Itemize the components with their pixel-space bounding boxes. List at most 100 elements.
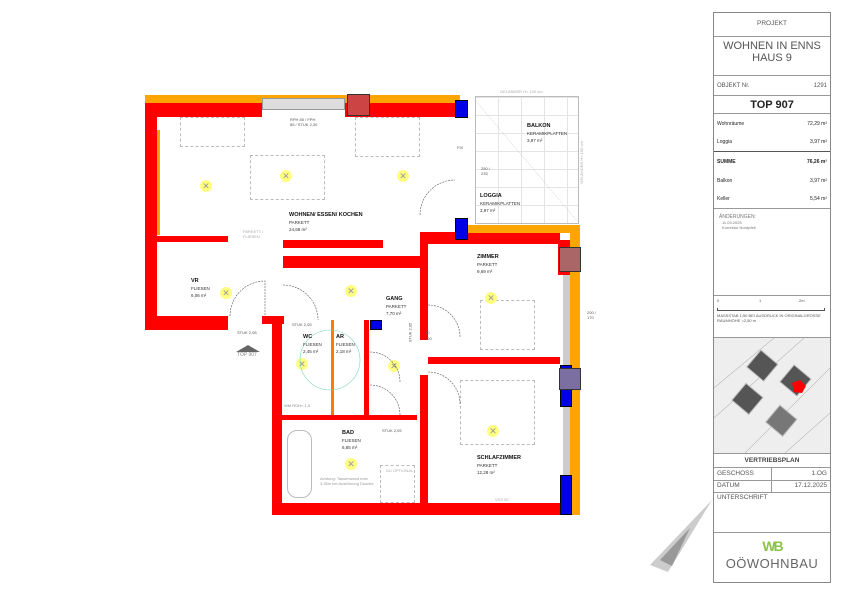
wall-ar-right bbox=[364, 320, 369, 415]
shaft-2 bbox=[559, 247, 581, 272]
bathtub bbox=[287, 430, 312, 498]
wall-top-right bbox=[345, 103, 457, 117]
wall-room-divider bbox=[428, 357, 560, 364]
objekt-row: OBJEKT Nr.1291 bbox=[714, 76, 830, 96]
wall-left-bath bbox=[272, 318, 282, 515]
kitchen-counter bbox=[180, 117, 245, 147]
site-map bbox=[714, 338, 830, 454]
projekt-label: PROJEKT bbox=[714, 13, 830, 37]
shaft-3 bbox=[559, 368, 581, 390]
door-loggia bbox=[419, 179, 456, 216]
signature-field[interactable]: UNTERSCHRIFT bbox=[714, 493, 830, 533]
stuk-vr: STUK 2,08 bbox=[237, 330, 257, 335]
bad-note: Achtung: Tassenwand max 3,35m bei Ausfüh… bbox=[320, 476, 374, 486]
door-gang bbox=[282, 284, 319, 321]
wall-middle-2 bbox=[420, 375, 428, 505]
stuk-bad: STUK 2,05 bbox=[382, 428, 402, 433]
ceiling-light-icon: ✕ bbox=[345, 285, 357, 297]
turning-circle bbox=[299, 329, 361, 391]
ceiling-light-icon: ✕ bbox=[485, 292, 497, 304]
bad-wm: WM ROH= 1,0 bbox=[284, 403, 311, 408]
loggia-dim: 250 / 235 bbox=[481, 166, 490, 176]
project-name: WOHNEN IN ENNS bbox=[723, 40, 821, 52]
sofa bbox=[355, 117, 420, 157]
top-number: TOP 907 bbox=[714, 96, 830, 114]
balcony-outline bbox=[475, 96, 579, 224]
top-907-highlight bbox=[792, 380, 806, 393]
wall-wc-ar bbox=[331, 320, 334, 415]
wall-middle bbox=[420, 240, 428, 340]
wall-bottom bbox=[272, 503, 562, 515]
ceiling-light-icon: ✕ bbox=[345, 458, 357, 470]
building-haus-9 bbox=[765, 404, 798, 437]
column-2 bbox=[455, 218, 468, 240]
objekt-label: OBJEKT Nr. bbox=[717, 82, 750, 89]
shaft bbox=[347, 94, 370, 116]
vss-label: VSS 50 bbox=[495, 497, 509, 502]
fix-label: FIX bbox=[457, 145, 464, 150]
stuk-gang: STUK 2,05 bbox=[407, 322, 413, 343]
plan-type: VERTRIEBSPLAN bbox=[714, 454, 830, 468]
building bbox=[746, 349, 779, 382]
logo: WB OÖWOHNBAU bbox=[725, 538, 819, 571]
north-arrow-icon bbox=[650, 500, 712, 572]
entrance-label: TOP 907 bbox=[237, 352, 257, 358]
door-width: 80 bbox=[425, 330, 430, 335]
column-5 bbox=[560, 475, 572, 515]
entrance-arrow-icon bbox=[236, 345, 260, 352]
railing-side-label: GELÄNDER H= 100 cm bbox=[578, 141, 584, 184]
wall-gang-top-2 bbox=[283, 256, 425, 268]
bed bbox=[460, 380, 535, 445]
ceiling-light-icon: ✕ bbox=[487, 425, 499, 437]
desk bbox=[480, 300, 535, 350]
shower-optional: DU OPTIONAL bbox=[386, 468, 414, 473]
ceiling-light-icon: ✕ bbox=[280, 170, 292, 182]
door-zimmer bbox=[427, 304, 461, 338]
ceiling-light-icon: ✕ bbox=[296, 358, 308, 370]
door-height: 200 bbox=[425, 336, 432, 341]
door-bad bbox=[369, 384, 401, 416]
railing-top-label: GELÄNDER H= 100 cm bbox=[500, 89, 543, 94]
ceiling-light-icon: ✕ bbox=[397, 170, 409, 182]
column-1 bbox=[455, 100, 468, 118]
dining-table bbox=[250, 155, 325, 200]
column-3 bbox=[370, 320, 382, 330]
door-ar bbox=[369, 351, 401, 383]
stuk-wc: STUK 2,05 bbox=[292, 322, 312, 327]
building bbox=[731, 382, 764, 416]
wall-top-left bbox=[145, 103, 262, 117]
balcony-diagonal bbox=[474, 99, 579, 223]
window-label: RPH 85 / FPH 85 / STUK 2,30 bbox=[290, 117, 318, 127]
ceiling-light-icon: ✕ bbox=[220, 287, 232, 299]
window-right-dim: 200 / 170 bbox=[587, 310, 596, 320]
shower bbox=[380, 465, 415, 503]
wall-vr-bottom bbox=[145, 316, 228, 330]
door-schlaf bbox=[427, 371, 461, 405]
window-kitchen[interactable] bbox=[262, 98, 345, 110]
ceiling-light-icon: ✕ bbox=[200, 180, 212, 192]
wall-wc-bad bbox=[282, 415, 417, 420]
